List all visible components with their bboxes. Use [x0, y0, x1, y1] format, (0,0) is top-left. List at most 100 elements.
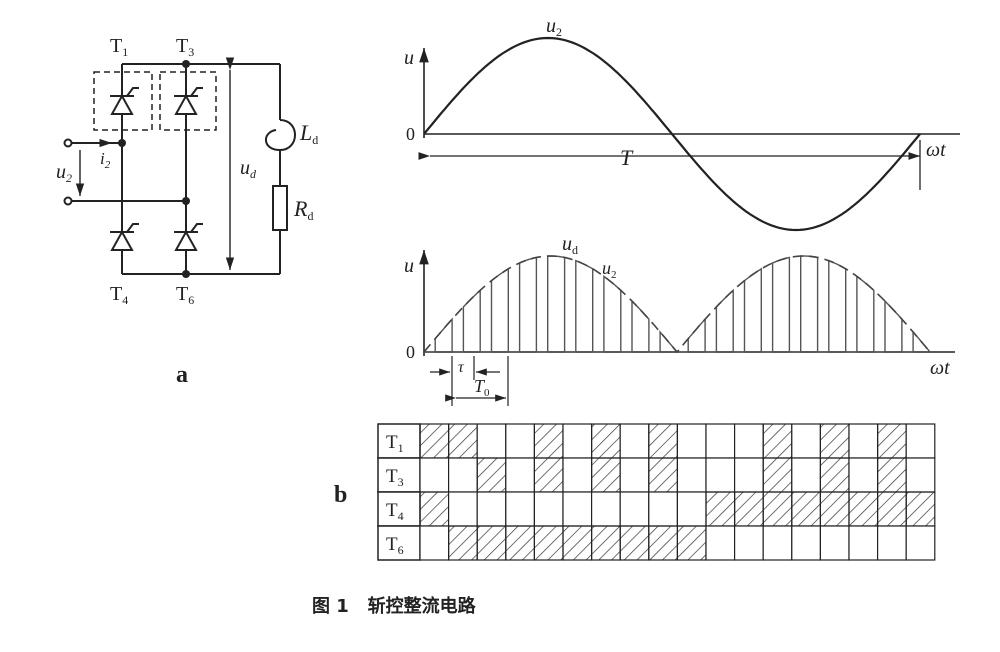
table-cell-on	[819, 491, 850, 527]
gto-box-t3	[159, 71, 217, 131]
panel-label-a: a	[176, 362, 188, 388]
u2-rectified-envelope	[423, 255, 931, 354]
ud-pulse	[452, 288, 481, 353]
table-cell-off	[791, 423, 821, 459]
table-cell-off	[419, 457, 450, 493]
table-cell-off	[562, 423, 593, 459]
table-cell-off	[505, 491, 535, 527]
thyristor-t1-symbol	[110, 87, 139, 115]
table-cell-on	[533, 457, 564, 493]
top-y-label: u	[404, 47, 414, 69]
table-cell-on	[476, 525, 507, 561]
table-cell-on	[791, 491, 821, 527]
table-row-label: T3	[386, 466, 404, 489]
gto-box-t1	[93, 71, 153, 131]
table-cell-off	[562, 491, 593, 527]
table-cell-on	[505, 525, 535, 561]
ud-pulse-group	[424, 255, 931, 353]
table-cell-on	[590, 457, 621, 493]
table-cell-off	[505, 457, 535, 493]
table-cell-off	[476, 491, 507, 527]
figure-caption: 图 1 斩控整流电路	[312, 595, 477, 617]
label-ud: ud	[240, 157, 257, 181]
ud-pulse	[817, 259, 847, 353]
ud-label: ud	[562, 233, 578, 257]
table-cell-on	[648, 457, 678, 493]
label-ld: Ld	[299, 120, 318, 147]
table-cell-on	[590, 525, 621, 561]
table-cell-off	[533, 491, 564, 527]
table-cell-off	[848, 423, 879, 459]
bottom-x-label: ωt	[930, 357, 950, 379]
bottom-y-label: u	[404, 255, 414, 277]
table-row-label-cell	[377, 491, 421, 527]
table-cell-off	[705, 423, 736, 459]
table-cell-off	[762, 525, 793, 561]
table-cell-on	[819, 423, 850, 459]
table-cell-on	[533, 525, 564, 561]
table-cell-on	[705, 491, 736, 527]
ud-pulse	[705, 288, 734, 353]
table-cell-off	[905, 423, 936, 459]
table-cell-off	[791, 457, 821, 493]
table-cell-off	[505, 423, 535, 459]
ud-pulse	[761, 256, 791, 353]
table-cell-off	[905, 525, 936, 561]
table-cell-on	[590, 423, 621, 459]
top-u2-label: u2	[546, 15, 562, 39]
table-cell-on	[648, 423, 678, 459]
table-cell-on	[876, 491, 907, 527]
table-cell-off	[676, 491, 707, 527]
ud-pulse	[592, 275, 622, 353]
table-cell-off	[876, 525, 907, 561]
envelope-u2-label: u2	[602, 258, 617, 281]
table-cell-off	[791, 525, 821, 561]
table-cell-off	[705, 525, 736, 561]
table-cell-off	[819, 525, 850, 561]
table-cell-on	[476, 457, 507, 493]
table-cell-on	[762, 423, 793, 459]
table-cell-off	[848, 525, 879, 561]
table-cell-on	[676, 525, 707, 561]
table-cell-off	[648, 491, 678, 527]
table-cell-off	[619, 423, 650, 459]
ud-pulse	[480, 267, 509, 353]
table-row-label: T6	[386, 534, 404, 557]
table-cell-off	[419, 525, 450, 561]
table-cell-off	[676, 423, 707, 459]
table-cell-off	[676, 457, 707, 493]
resistor-symbol	[272, 185, 288, 231]
tau-label: τ	[458, 359, 465, 376]
table-cell-off	[619, 457, 650, 493]
table-cell-off	[733, 525, 764, 561]
label-rd: Rd	[293, 196, 313, 223]
table-cell-off	[448, 491, 478, 527]
label-t6: T6	[176, 283, 194, 307]
table-cell-on	[448, 525, 478, 561]
panel-label-b: b	[334, 482, 347, 508]
table-row-label-cell	[377, 423, 421, 459]
table-cell-off	[562, 457, 593, 493]
table-cell-on	[648, 525, 678, 561]
ud-pulse	[620, 299, 650, 353]
table-cell-off	[448, 457, 478, 493]
table-cell-on	[619, 525, 650, 561]
table-cell-on	[562, 525, 593, 561]
table-cell-off	[905, 457, 936, 493]
table-cell-off	[476, 423, 507, 459]
table-cell-on	[762, 457, 793, 493]
table-cell-on	[762, 491, 793, 527]
ud-pulse	[845, 275, 875, 353]
ud-pulse	[564, 259, 594, 353]
bottom-origin-label: 0	[406, 342, 415, 362]
label-i2: i2	[100, 149, 111, 171]
label-t1: T1	[110, 35, 128, 59]
table-cell-on	[533, 423, 564, 459]
ud-pulse	[733, 267, 762, 353]
t0-label: T0	[474, 376, 490, 399]
table-row-label: T4	[386, 500, 404, 523]
thyristor-t6-symbol	[174, 223, 203, 251]
ud-pulse	[789, 255, 819, 353]
